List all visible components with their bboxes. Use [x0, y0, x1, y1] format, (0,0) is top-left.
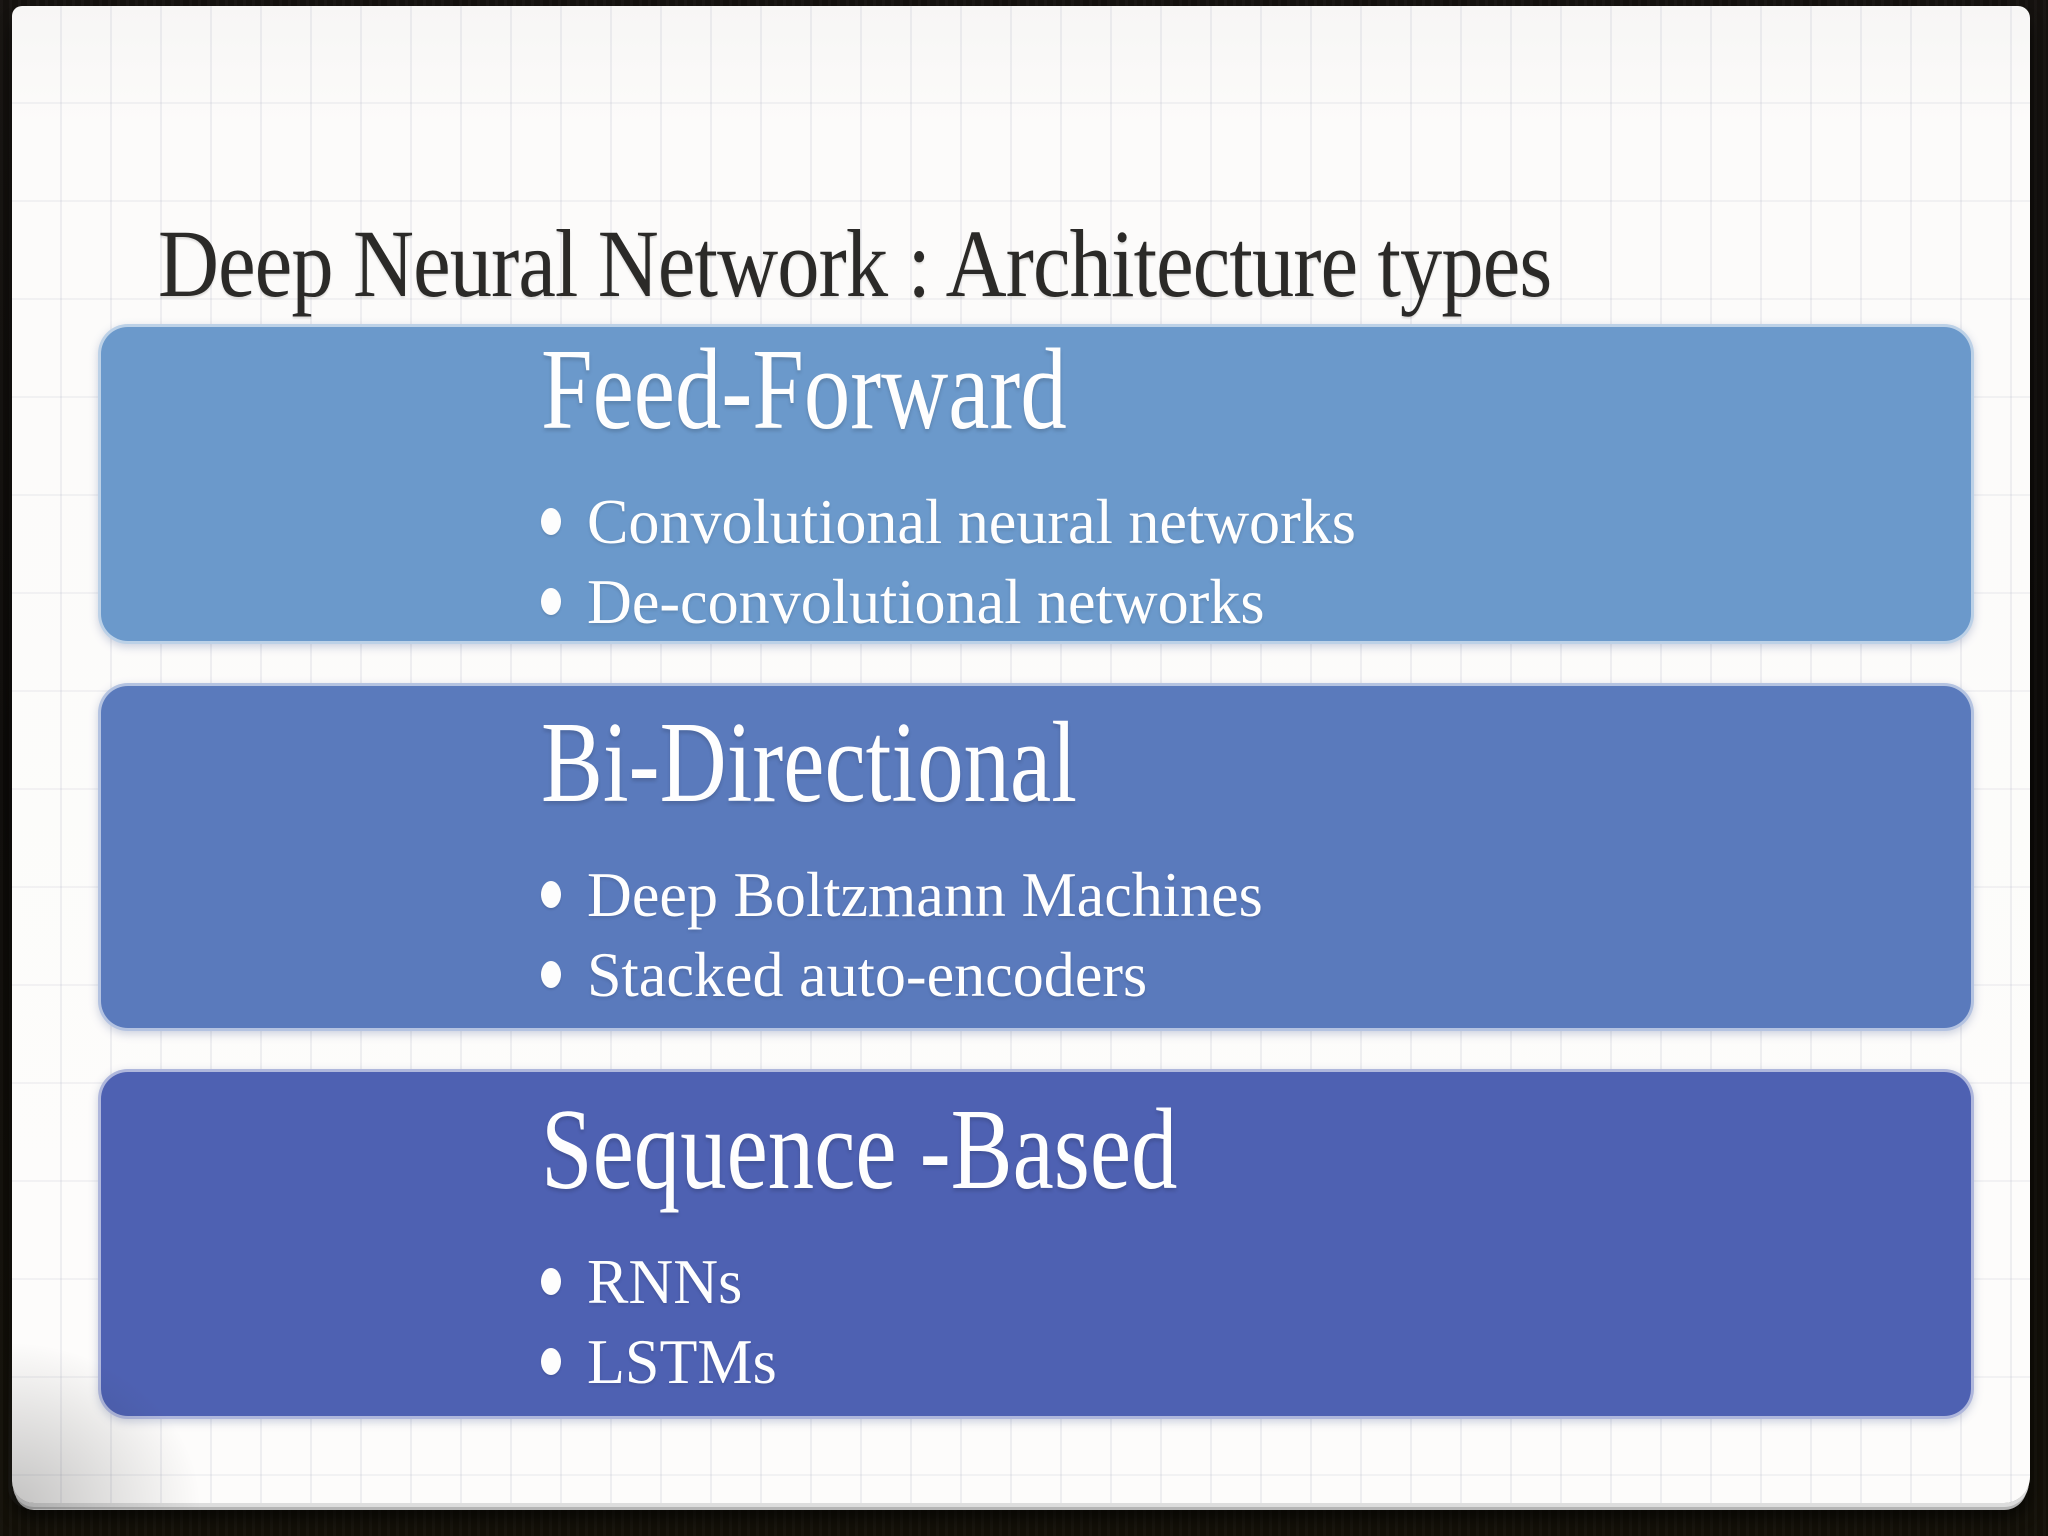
bullet-text: Deep Boltzmann Machines	[587, 858, 1263, 930]
bullet-item: De-convolutional networks	[541, 562, 1971, 642]
bullet-marker	[541, 881, 561, 909]
box-content: Sequence -Based RNNs LSTMs	[541, 1086, 1971, 1402]
bullet-item: RNNs	[541, 1242, 1971, 1322]
presentation-slide: Deep Neural Network : Architecture types…	[8, 6, 2030, 1509]
bullet-item: LSTMs	[541, 1322, 1971, 1402]
bullet-marker	[541, 508, 561, 536]
bullet-marker	[541, 961, 561, 989]
box-content: Bi-Directional Deep Boltzmann Machines S…	[541, 699, 1971, 1015]
bullet-text: RNNs	[587, 1245, 743, 1317]
bullet-marker	[541, 588, 561, 616]
architecture-box-feed-forward: Feed-Forward Convolutional neural networ…	[98, 324, 1974, 644]
bullet-text: Stacked auto-encoders	[587, 938, 1148, 1010]
box-heading: Sequence -Based	[541, 1086, 1178, 1215]
bullet-text: LSTMs	[587, 1325, 777, 1397]
bullet-text: Convolutional neural networks	[587, 485, 1356, 557]
bullet-item: Stacked auto-encoders	[541, 935, 1971, 1015]
bullet-marker	[541, 1348, 561, 1376]
architecture-box-bi-directional: Bi-Directional Deep Boltzmann Machines S…	[98, 683, 1974, 1031]
slide-title: Deep Neural Network : Architecture types	[158, 210, 1552, 318]
box-content: Feed-Forward Convolutional neural networ…	[541, 326, 1971, 642]
architecture-box-sequence-based: Sequence -Based RNNs LSTMs	[98, 1069, 1974, 1419]
bullet-item: Deep Boltzmann Machines	[541, 855, 1971, 935]
box-heading: Bi-Directional	[541, 699, 1078, 828]
bullet-text: De-convolutional networks	[587, 565, 1265, 637]
bullet-marker	[541, 1268, 561, 1296]
box-heading: Feed-Forward	[541, 326, 1067, 455]
bullet-item: Convolutional neural networks	[541, 482, 1971, 562]
